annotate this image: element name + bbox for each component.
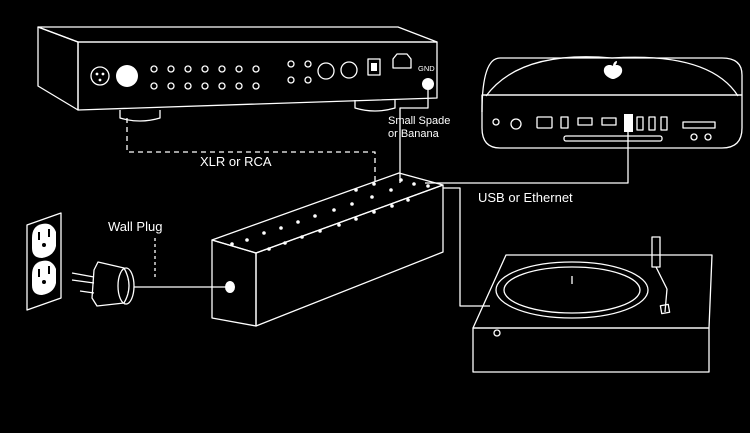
mini-back-panel: [481, 94, 743, 149]
turntable-platter: [495, 261, 649, 319]
preamp-connector-2: [340, 61, 358, 79]
mini-top: [481, 57, 743, 113]
preamp-foot-left: [119, 110, 161, 122]
turntable-button: [493, 329, 501, 337]
gnd-cable: [399, 90, 429, 183]
usb-ethernet-label: USB or Ethernet: [478, 190, 573, 205]
wall-plug-icon: [71, 261, 226, 307]
turntable-icon: [472, 236, 713, 373]
apple-logo: [603, 65, 623, 79]
mini-usb-port: [624, 114, 633, 132]
grounding-box-icon: [211, 172, 444, 327]
box-side: [211, 239, 257, 327]
xlr-rca-label: XLR or RCA: [200, 154, 272, 169]
preamp-side-face: [37, 26, 79, 111]
preamp-foot-right: [354, 100, 396, 112]
spade-label-line2: or Banana: [388, 128, 440, 140]
gnd-terminal: [422, 78, 434, 90]
spade-label-line1: Small Spade: [388, 115, 450, 127]
xlr-jack: [90, 66, 110, 86]
wall-outlet-icon: [26, 212, 62, 311]
preamp-top-face: [37, 26, 438, 43]
preamp-switch: [367, 58, 381, 76]
preamp-icon: [37, 26, 438, 122]
mac-mini-icon: [481, 56, 743, 149]
gnd-label: GND: [418, 64, 435, 73]
preamp-power-socket: [392, 53, 412, 69]
tonearm-base: [651, 236, 661, 268]
box-terminals: [230, 178, 430, 251]
preamp-connector-1: [317, 62, 335, 80]
turntable-front: [472, 327, 710, 373]
xlr-rca-cable: [126, 118, 376, 183]
outlet-socket-bottom: [32, 260, 56, 295]
wall-plug-label: Wall Plug: [108, 219, 162, 234]
box-power-inlet: [225, 281, 235, 293]
preamp-knob: [116, 65, 138, 87]
box-front: [255, 184, 444, 327]
outlet-socket-top: [32, 223, 56, 258]
usb-ethernet-cable: [425, 132, 629, 184]
turntable-ground-cable: [443, 187, 490, 307]
outlet-plate: [26, 212, 62, 311]
rca-jacks: [150, 60, 312, 90]
